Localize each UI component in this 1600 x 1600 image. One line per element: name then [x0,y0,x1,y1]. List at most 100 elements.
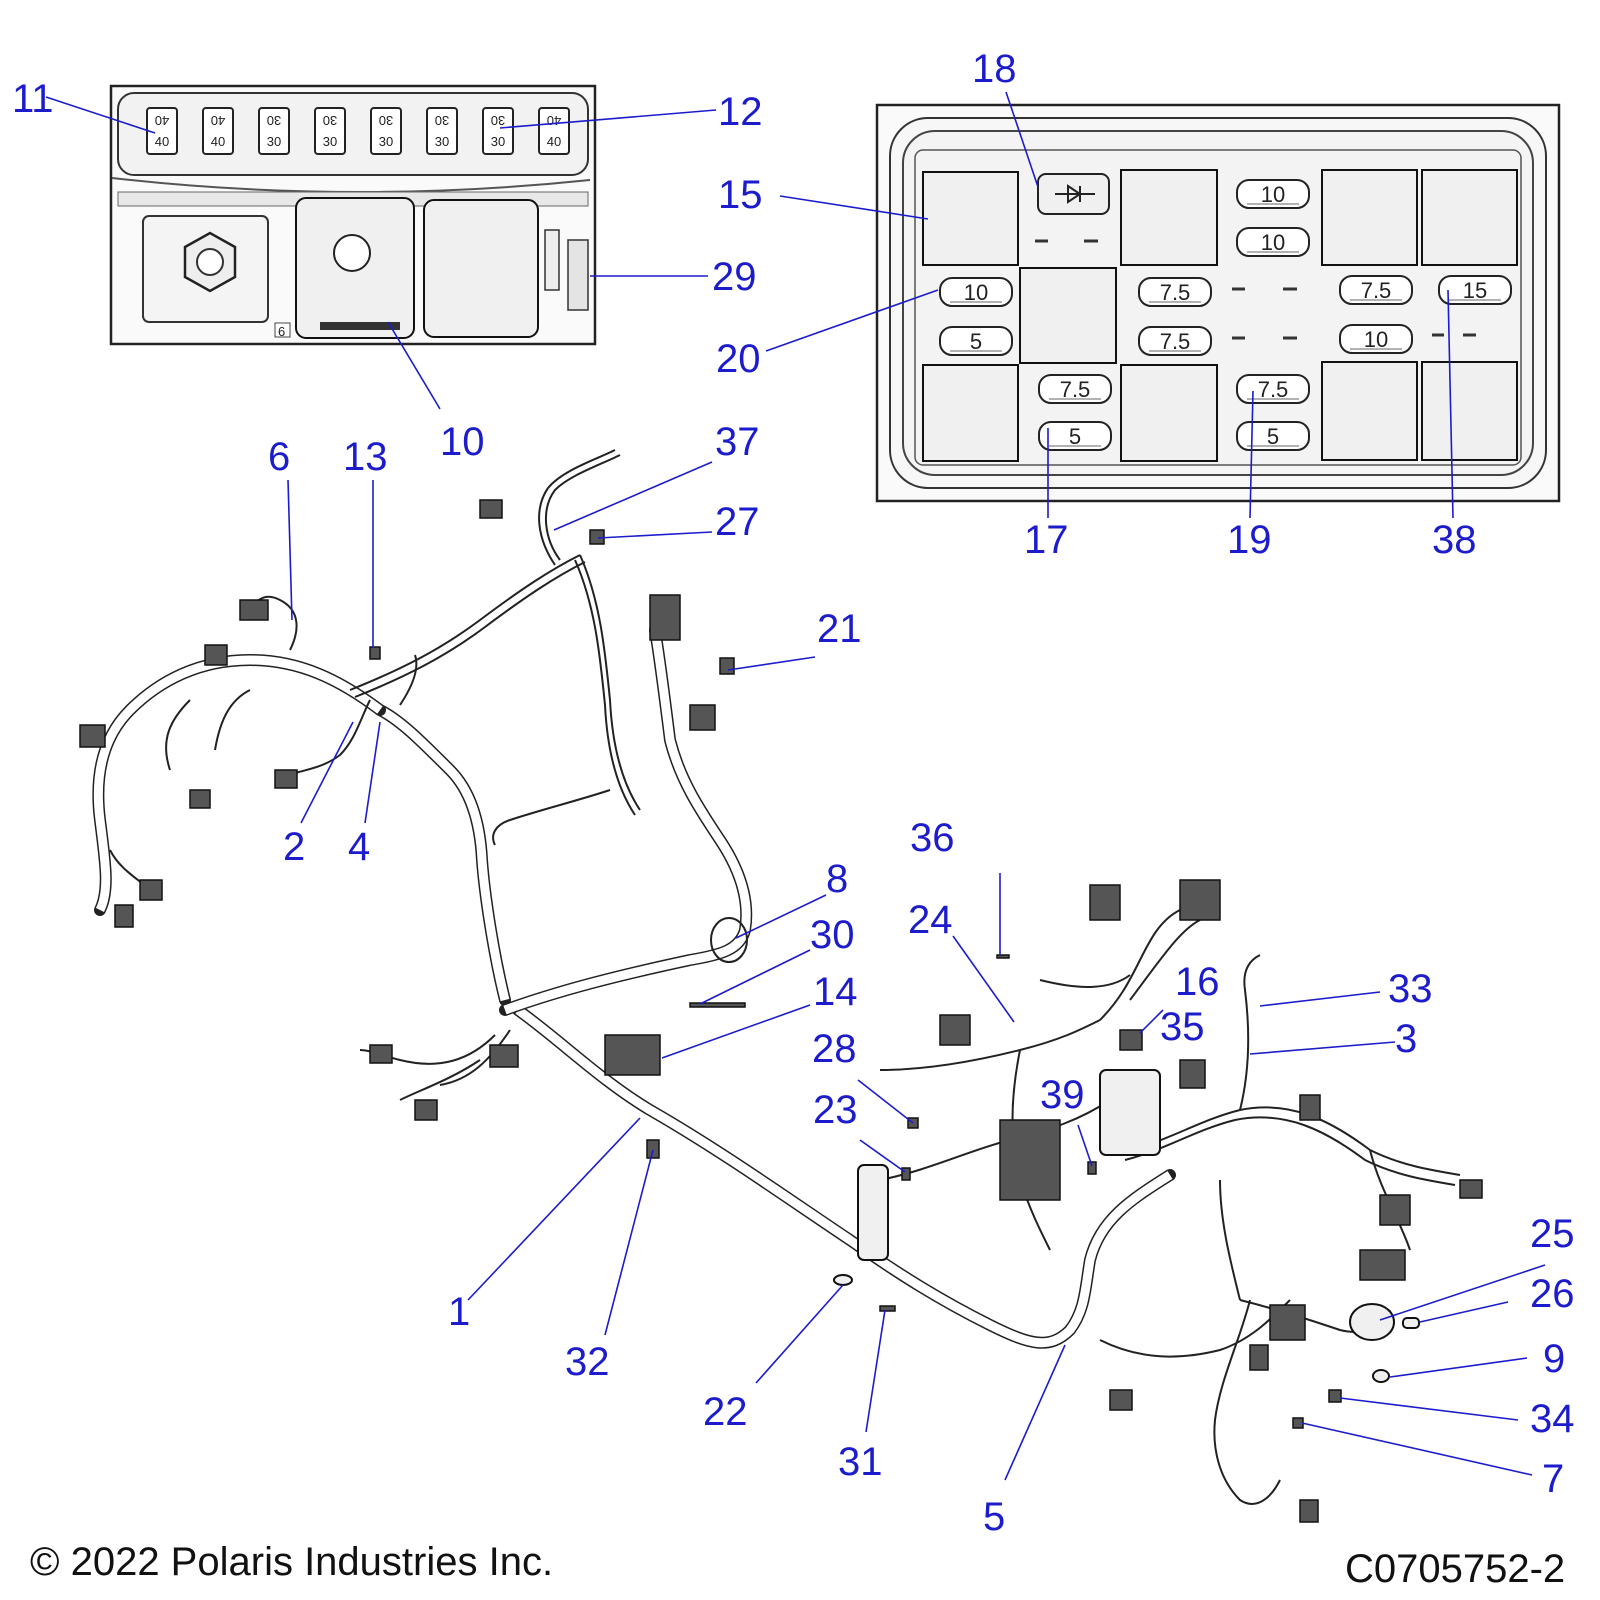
connector [1299,1499,1319,1523]
mini-fuse: 10 [1236,227,1310,257]
mini-fuse-rating: 10 [964,280,988,305]
mini-fuse: 5 [1236,421,1310,451]
callout-4: 4 [348,825,370,869]
connector [204,644,228,666]
relay [922,364,1019,462]
connector [689,704,716,731]
connector [649,594,681,641]
maxi-fuse-rating-top: 30 [491,113,505,128]
callout-27: 27 [715,500,760,544]
callout-39: 39 [1040,1073,1085,1117]
connector [1379,1194,1411,1226]
connector [239,599,269,621]
relay [1321,361,1418,461]
mini-fuse: 7.5 [1138,277,1212,307]
maxi-fuse-rating-bottom: 40 [155,134,169,149]
connector [1089,884,1121,921]
connector-block [999,1119,1061,1201]
connector [479,499,503,519]
maxi-fuse-rating-bottom: 40 [211,134,225,149]
callout-23: 23 [813,1088,858,1132]
mini-fuse: 7.5 [1038,374,1112,404]
mini-fuse-rating: 10 [1261,182,1285,207]
connector [274,769,298,789]
main-wiring-harness [79,449,1483,1523]
connector [1109,1389,1133,1411]
inset-small-number: 6 [278,324,285,339]
relay [1120,364,1218,462]
relay-15 [922,171,1019,266]
cap-26 [1402,1317,1420,1329]
maxi-fuse-rating-top: 30 [323,113,337,128]
callout-3: 3 [1395,1017,1417,1061]
callout-10: 10 [440,420,485,464]
screw-23 [901,1167,911,1181]
pin-36 [996,954,1010,959]
module-35 [1099,1069,1161,1156]
callout-33: 33 [1388,967,1433,1011]
relay [1019,267,1117,364]
maxi-fuse-rating-bottom: 30 [267,134,281,149]
callout-29: 29 [712,255,757,299]
callout-36: 36 [910,816,955,860]
callout-17: 17 [1024,518,1069,562]
connector [414,1099,438,1121]
callout-21: 21 [817,607,862,651]
connector [1179,1059,1206,1089]
callout-8: 8 [826,857,848,901]
cover-25 [1349,1303,1395,1341]
callout-25: 25 [1530,1212,1575,1256]
callout-2: 2 [283,825,305,869]
mini-fuse: 7.5 [1138,326,1212,356]
mini-fuse-rating: 7.5 [1361,278,1392,303]
callout-26: 26 [1530,1272,1575,1316]
clip-34 [1328,1389,1342,1403]
connector-21 [719,657,735,675]
callout-38: 38 [1432,518,1477,562]
connector [189,789,211,809]
mini-fuse: 7.5 [1339,275,1413,305]
maxi-fuse-rating-bottom: 30 [491,134,505,149]
clip-13 [369,646,381,660]
callout-22: 22 [703,1390,748,1434]
mini-fuse: 10 [939,277,1013,307]
callout-7: 7 [1542,1457,1564,1501]
maxi-fuse-rating-top: 30 [267,113,281,128]
maxi-fuse-rating-top: 30 [379,113,393,128]
mini-fuse: 10 [1236,179,1310,209]
callout-35: 35 [1160,1005,1205,1049]
maxi-fuse-rating-top: 40 [547,113,561,128]
connector [489,1044,519,1068]
callout-37: 37 [715,420,760,464]
connector [114,904,134,928]
mini-fuse-rating: 15 [1463,278,1487,303]
relay [1421,169,1518,266]
tie-31 [879,1305,896,1312]
callout-1: 1 [448,1290,470,1334]
maxi-fuse-rating-top: 40 [155,113,169,128]
callout-18: 18 [972,47,1017,91]
callout-28: 28 [812,1027,857,1071]
mini-fuse: 7.5 [1236,374,1310,404]
relay [1421,361,1518,461]
connector-16 [1119,1029,1143,1051]
callout-labels: 11 12 18 15 29 20 10 17 19 38 6 13 37 27… [12,47,1575,1539]
relay-bracket-14 [604,1034,661,1076]
maxi-fuse-rating-top: 40 [211,113,225,128]
connector [1459,1179,1483,1199]
callout-30: 30 [810,913,855,957]
mini-fuse: 10 [1339,324,1413,354]
callout-6: 6 [268,435,290,479]
mini-fuse-rating: 10 [1261,230,1285,255]
grommet [710,917,748,963]
callout-19: 19 [1227,518,1272,562]
connector [1359,1249,1406,1281]
mini-fuse: 5 [1038,421,1112,451]
